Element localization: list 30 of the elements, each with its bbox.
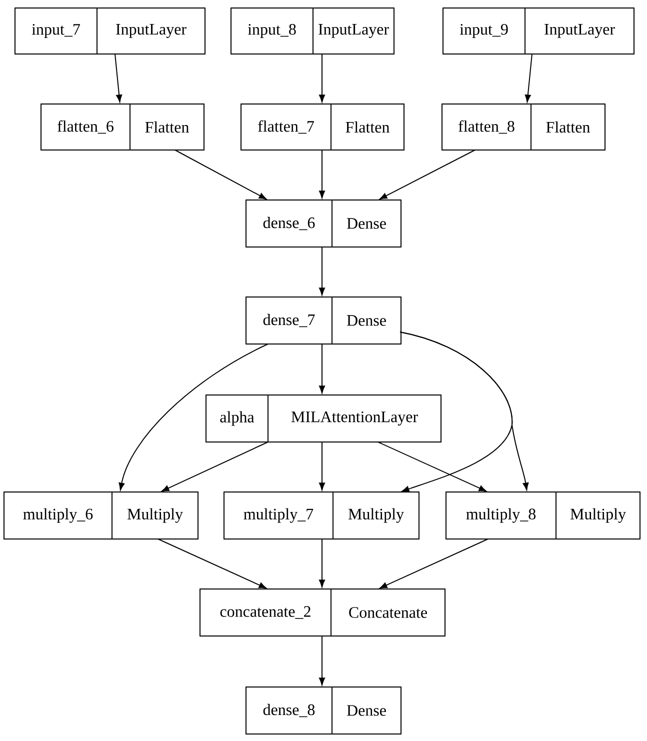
arrow (319, 344, 325, 394)
arrow (378, 442, 487, 492)
layer-box: flatten_6 Flatten (40, 104, 204, 150)
arrow (158, 538, 267, 589)
arrow (379, 538, 488, 589)
layer-box: flatten_8 Flatten (442, 104, 606, 150)
arrow (174, 150, 267, 200)
arrow (319, 442, 325, 490)
arrow (319, 636, 325, 686)
arrow (379, 150, 476, 200)
arrow (319, 150, 325, 198)
layer-box: multiply_7 Multiply (224, 492, 420, 540)
arrow (118, 344, 268, 490)
layer-box: multiply_6 Multiply (4, 492, 198, 540)
layer-box: dense_8 Dense (246, 686, 402, 734)
arrow (161, 442, 268, 492)
layer-box: flatten_7 Flatten (240, 104, 404, 150)
arrow (114, 54, 122, 102)
layer-box: alpha MILAttentionLayer (206, 394, 442, 442)
layer-box: dense_6 Dense (246, 200, 402, 248)
layer-box: multiply_8 Multiply (446, 492, 640, 540)
layer-box: dense_7 Dense (246, 296, 402, 344)
arrow (319, 246, 325, 296)
layer-box: concatenate_2 Concatenate (200, 588, 446, 636)
layer-box: input_8 InputLayer (230, 8, 394, 54)
arrow (319, 538, 325, 588)
layer-box: input_7 InputLayer (14, 8, 206, 54)
layer-box: input_9 InputLayer (442, 8, 634, 54)
arrow (524, 54, 532, 102)
arrow (319, 54, 325, 102)
